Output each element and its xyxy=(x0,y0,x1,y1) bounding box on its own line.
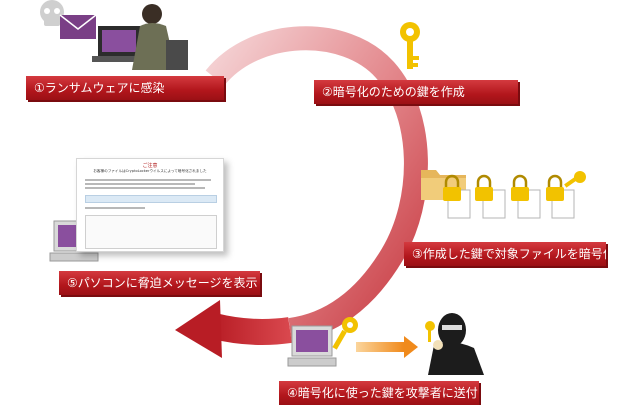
text-line xyxy=(85,187,205,189)
envelope-icon xyxy=(59,14,97,39)
notice-input-box xyxy=(85,195,217,203)
step-4-label: ④暗号化に使った鍵を攻撃者に送付 xyxy=(279,381,479,405)
send-arrow-icon xyxy=(356,336,418,358)
step-1-label: ①ランサムウェアに感染 xyxy=(26,76,224,100)
infected-user-icon xyxy=(92,4,188,70)
key-icon xyxy=(400,22,420,69)
ransom-notice-title: ご注意 xyxy=(142,163,158,169)
text-line xyxy=(85,179,211,181)
padlock-icon xyxy=(443,174,564,201)
step-3-label: ③作成した鍵で対象ファイルを暗号化 xyxy=(404,242,606,266)
attacker-icon xyxy=(425,313,484,375)
ransom-notice-subtitle: お客様のファイルはCryptoLockerウイルスによって暗号化されました xyxy=(93,169,207,173)
text-line xyxy=(85,183,195,185)
cycle-arrow xyxy=(175,26,428,358)
monitor-icon xyxy=(287,325,337,367)
step-5-label: ⑤パソコンに脅迫メッセージを表示 xyxy=(59,271,260,295)
skull-icon xyxy=(40,0,64,26)
step-2-label: ②暗号化のための鍵を作成 xyxy=(314,80,518,104)
cycle-arrowhead xyxy=(175,300,222,358)
key-icon xyxy=(564,171,586,188)
key-icon xyxy=(332,317,358,350)
ransom-notice: ご注意 お客様のファイルはCryptoLockerウイルスによって暗号化されまし… xyxy=(76,158,224,252)
notice-panel xyxy=(85,215,217,249)
text-line xyxy=(85,207,145,209)
